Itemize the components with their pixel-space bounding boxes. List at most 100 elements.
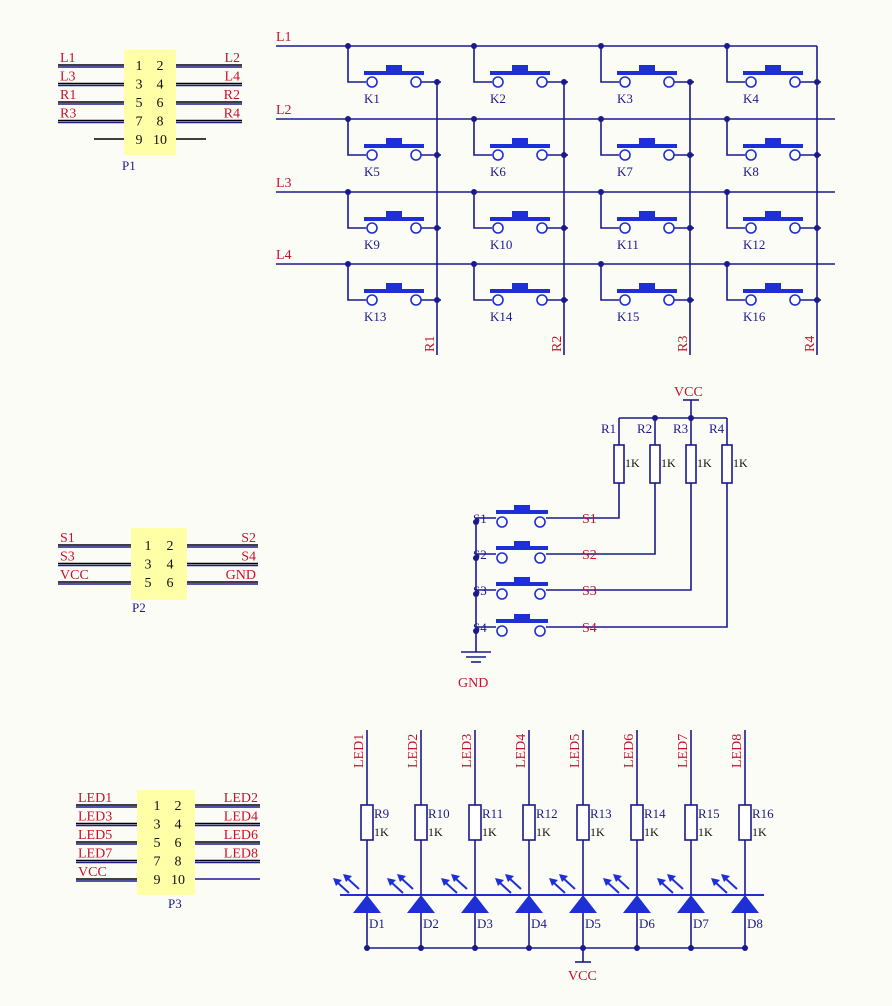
switch-cap [514, 541, 530, 546]
resistor-designator: R1 [601, 421, 616, 436]
junction-dot [471, 116, 477, 122]
junction-dot [472, 945, 478, 951]
key-actuator [617, 71, 677, 75]
pin-number: 2 [157, 59, 164, 74]
junction-dot [473, 591, 479, 597]
key-actuator [617, 144, 677, 148]
junction-dot [688, 415, 694, 421]
key-actuator [490, 144, 550, 148]
junction-dot [652, 415, 658, 421]
led-net-label: LED6 [622, 734, 637, 768]
resistor-designator: R14 [644, 806, 666, 821]
light-arrow [606, 881, 620, 894]
key-cap [386, 138, 402, 144]
key-designator: K5 [364, 164, 380, 179]
key-designator: K10 [490, 237, 512, 252]
key-designator: K6 [490, 164, 506, 179]
key-cap [512, 138, 528, 144]
wire [347, 119, 366, 156]
key-actuator [743, 289, 803, 293]
junction-dot [364, 945, 370, 951]
diode-designator: D5 [585, 916, 601, 931]
key-cap [386, 283, 402, 289]
net-label: L3 [60, 70, 76, 85]
light-arrow [508, 877, 522, 890]
junction-dot [471, 189, 477, 195]
wire [726, 192, 745, 229]
key-actuator [364, 144, 424, 148]
pin-number: 10 [171, 873, 185, 888]
junction-dot [471, 261, 477, 267]
light-arrow-head [613, 874, 622, 882]
switch-cap [514, 577, 530, 582]
key-switch: K15 [600, 264, 694, 324]
net-label: S4 [241, 550, 256, 565]
key-pad [619, 294, 631, 306]
key-designator: K16 [743, 309, 766, 324]
wire [546, 483, 656, 555]
key-pad [536, 149, 548, 161]
net-label: GND [226, 568, 256, 583]
push-switch: S1 [473, 505, 548, 528]
resistor [613, 444, 625, 484]
key-switch: K8 [726, 119, 821, 179]
pin-number: 3 [154, 818, 161, 833]
light-arrow-head [505, 874, 514, 882]
light-arrow [336, 881, 350, 894]
junction-dot [724, 116, 730, 122]
key-pad [789, 294, 801, 306]
pin-number: 7 [136, 115, 143, 130]
key-switch: K13 [347, 264, 441, 324]
light-arrow-head [451, 874, 460, 882]
junction-dot [580, 945, 586, 951]
pin-number: 1 [154, 799, 161, 814]
light-arrow [552, 881, 566, 894]
pin-number: 2 [167, 539, 174, 554]
resistor-designator: R3 [673, 421, 688, 436]
key-actuator [364, 71, 424, 75]
switch-pad [534, 625, 546, 637]
key-pad [789, 76, 801, 88]
key-switch: K1 [347, 46, 441, 106]
key-designator: K2 [490, 91, 506, 106]
pin-number: 10 [153, 133, 167, 148]
key-cap [386, 65, 402, 71]
wire [600, 192, 619, 229]
junction-dot [561, 297, 567, 303]
key-designator: K9 [364, 237, 380, 252]
net-label: LED2 [224, 791, 258, 806]
led-diode [677, 895, 705, 913]
net-label: S1 [60, 531, 75, 546]
key-pad [366, 222, 378, 234]
resistor-value: 1K [374, 825, 389, 839]
key-actuator [617, 217, 677, 221]
resistor [360, 804, 374, 841]
key-actuator [364, 217, 424, 221]
key-pad [745, 222, 757, 234]
key-cap [512, 283, 528, 289]
light-arrow [616, 877, 630, 890]
resistor-value: 1K [590, 825, 605, 839]
net-label: VCC [78, 865, 107, 880]
pin-number: 4 [157, 78, 164, 93]
wire [347, 46, 366, 83]
p1-body [124, 50, 176, 155]
light-arrow-head [333, 878, 342, 886]
key-actuator [490, 217, 550, 221]
pin-number: 4 [167, 558, 174, 573]
light-arrow [454, 877, 468, 890]
junction-dot [434, 152, 440, 158]
key-switch: K7 [600, 119, 694, 179]
resistor-value: 1K [482, 825, 497, 839]
light-arrow-head [559, 874, 568, 882]
resistor-value: 1K [536, 825, 551, 839]
led-circuit: VCCLED1R91KD1LED2R101KD2LED3R111KD3LED4R… [333, 730, 774, 984]
resistor-designator: R4 [709, 421, 725, 436]
light-arrow-head [657, 878, 666, 886]
switch-cap [514, 614, 530, 619]
switch-net-label: S4 [582, 621, 597, 636]
light-arrow [444, 881, 458, 894]
resistor [649, 444, 661, 484]
junction-dot [598, 261, 604, 267]
column-net-label: R4 [803, 336, 818, 352]
